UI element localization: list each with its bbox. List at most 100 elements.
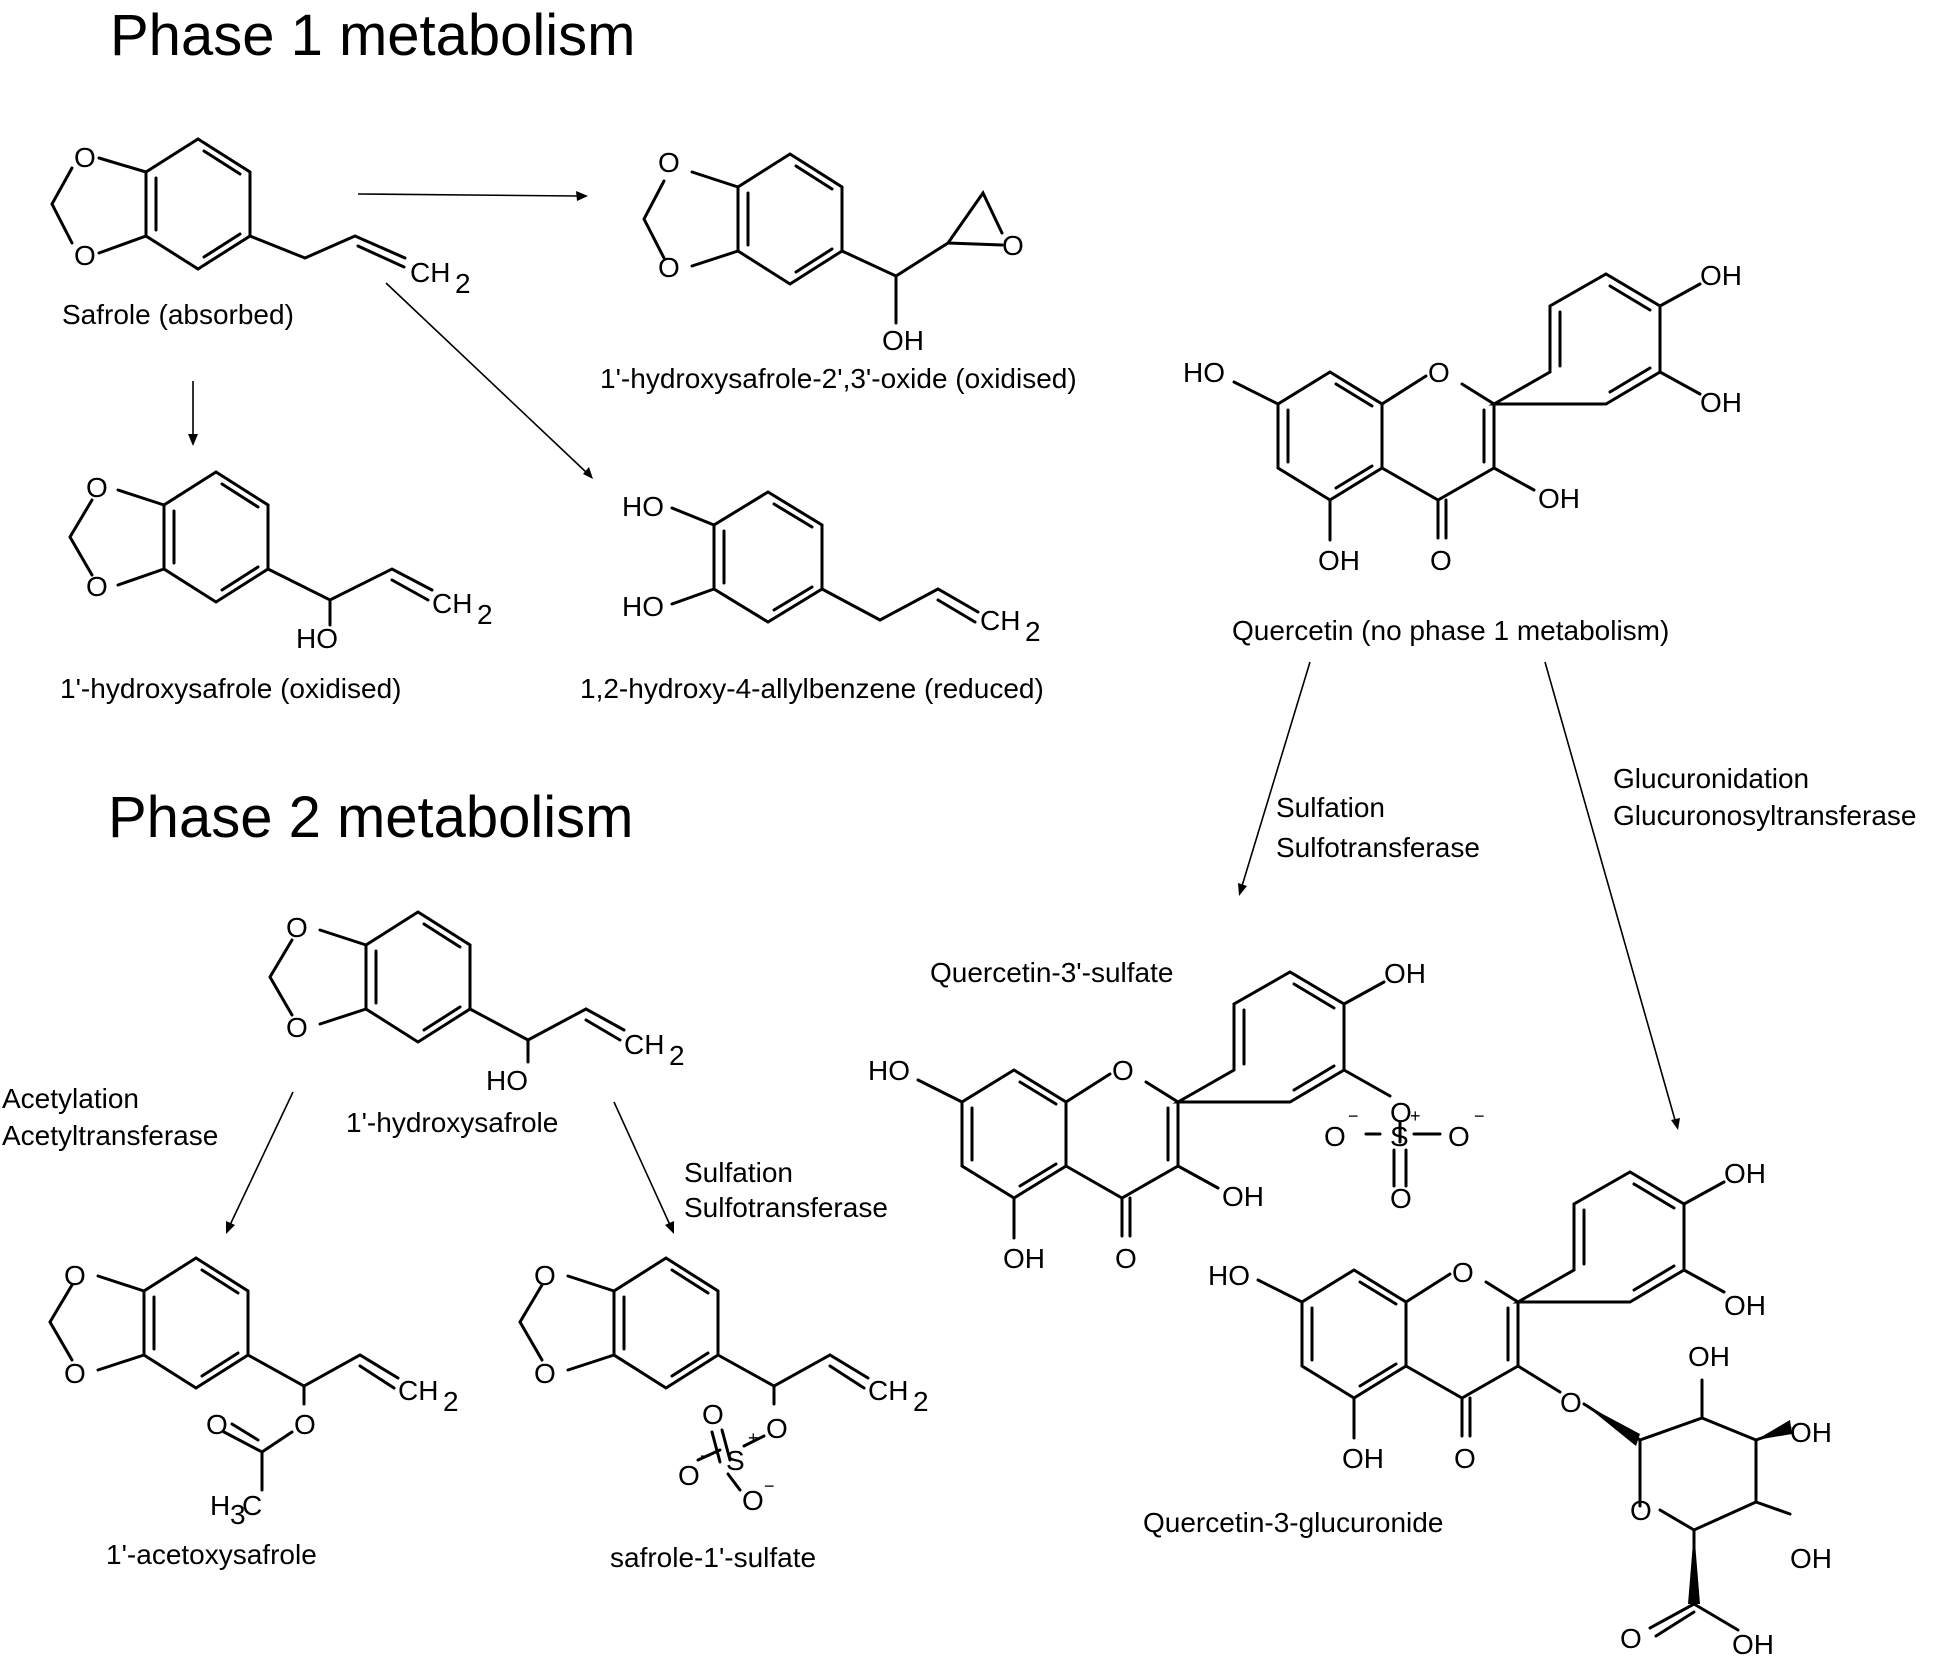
atom-o: O	[742, 1485, 764, 1516]
atom-oh: OH	[1384, 958, 1426, 989]
atom-subscript: 3	[230, 1499, 246, 1530]
atom-subscript: 2	[913, 1386, 929, 1417]
atom-o: O	[64, 1260, 86, 1291]
charge-minus: −	[1474, 1106, 1485, 1126]
quercetin-sulfotransferase-label: Sulfotransferase	[1276, 832, 1480, 863]
quercetin-glucuronide-structure: O HO OH O O OH OH OH OH O OH O OH	[1208, 1158, 1832, 1660]
atom-s: S	[1390, 1121, 1409, 1152]
quercetin-glucuronide-label: Quercetin-3-glucuronide	[1143, 1507, 1443, 1538]
atom-o: O	[1430, 545, 1452, 576]
atom-o: O	[766, 1413, 788, 1444]
atom-oh: OH	[1538, 483, 1580, 514]
atom-ho: HO	[1208, 1260, 1250, 1291]
atom-ho: HO	[486, 1065, 528, 1096]
acetoxysafrole-structure: O O CH 2 O O H 3 C	[48, 1256, 459, 1530]
atom-oh: OH	[1700, 387, 1742, 418]
quercetin-sulfate-structure: O HO OH O OH OH O S + O − O − O	[868, 958, 1485, 1274]
atom-ch: CH	[868, 1375, 908, 1406]
allylbenzene-label: 1,2-hydroxy-4-allylbenzene (reduced)	[580, 673, 1044, 704]
atom-o: O	[1448, 1121, 1470, 1152]
atom-o: O	[1390, 1183, 1412, 1214]
atom-o: O	[86, 571, 108, 602]
atom-o: O	[1620, 1623, 1642, 1654]
atom-o: O	[702, 1399, 724, 1430]
atom-o: O	[86, 472, 108, 503]
glucuronosyltransferase-label: Glucuronosyltransferase	[1613, 800, 1916, 831]
atom-oh: OH	[1003, 1243, 1045, 1274]
charge-minus: −	[764, 1476, 775, 1496]
atom-o: O	[1115, 1243, 1137, 1274]
atom-o: O	[1324, 1121, 1346, 1152]
arrow-hydroxysafrole-to-sulfate	[613, 1101, 671, 1226]
atom-oh: OH	[1732, 1629, 1774, 1660]
hydroxysafrole-label: 1'-hydroxysafrole	[346, 1107, 558, 1138]
quercetin-structure: O HO OH O OH OH OH	[1183, 260, 1742, 576]
charge-plus: +	[748, 1428, 759, 1448]
acetyltransferase-label: Acetyltransferase	[2, 1120, 218, 1151]
charge-minus: −	[1348, 1106, 1359, 1126]
atom-o: O	[1454, 1443, 1476, 1474]
atom-oh: OH	[1724, 1290, 1766, 1321]
atom-ho: HO	[296, 623, 338, 654]
hydroxysafrole-oxide-structure: O O O OH	[642, 147, 1024, 356]
safrole-sulfation-label: Sulfation	[684, 1157, 793, 1188]
safrole-sulfate-label: safrole-1'-sulfate	[610, 1542, 816, 1573]
phase2-heading: Phase 2 metabolism	[108, 785, 633, 850]
atom-o: O	[658, 252, 680, 283]
hydroxysafrole-oxidised-structure: O O CH 2 HO	[68, 470, 493, 654]
atom-ch: CH	[980, 605, 1020, 636]
atom-o: O	[74, 142, 96, 173]
atom-oh: OH	[1342, 1443, 1384, 1474]
atom-o: O	[1002, 230, 1024, 261]
reaction-arrows	[188, 191, 1680, 1234]
charge-plus: +	[1410, 1106, 1421, 1126]
atom-o: O	[286, 912, 308, 943]
atom-ch: CH	[410, 257, 450, 288]
atom-oh: OH	[1700, 260, 1742, 291]
atom-oh: OH	[1222, 1181, 1264, 1212]
atom-o: O	[74, 240, 96, 271]
atom-o: O	[534, 1358, 556, 1389]
arrow-safrole-to-oxide	[357, 193, 579, 197]
safrole-sulfotransferase-label: Sulfotransferase	[684, 1192, 888, 1223]
atom-ho: HO	[1183, 357, 1225, 388]
atom-h: H	[210, 1490, 230, 1521]
atom-o: O	[658, 147, 680, 178]
atom-ho: HO	[868, 1055, 910, 1086]
atom-o: O	[1630, 1495, 1652, 1526]
atom-o: O	[534, 1260, 556, 1291]
arrow-safrole-to-allylbenzene	[385, 282, 588, 474]
atom-o: O	[1560, 1387, 1582, 1418]
charge-minus: −	[700, 1446, 711, 1466]
atom-oh: OH	[1688, 1341, 1730, 1372]
atom-ho: HO	[622, 491, 664, 522]
glucuronidation-label: Glucuronidation	[1613, 763, 1809, 794]
atom-ch: CH	[432, 588, 472, 619]
allylbenzene-structure: HO HO CH 2	[622, 490, 1041, 647]
atom-o: O	[1112, 1055, 1134, 1086]
safrole-sulfate-structure: O O CH 2 O O S + O − O −	[518, 1256, 929, 1516]
atom-subscript: 2	[477, 599, 493, 630]
safrole-label: Safrole (absorbed)	[62, 299, 294, 330]
atom-ch: CH	[624, 1029, 664, 1060]
atom-o: O	[206, 1409, 228, 1440]
atom-subscript: 2	[669, 1040, 685, 1071]
acetylation-label: Acetylation	[2, 1083, 139, 1114]
atom-subscript: 2	[1025, 616, 1041, 647]
hydroxysafrole-structure: O O CH 2 HO	[268, 910, 685, 1096]
atom-oh: OH	[1724, 1158, 1766, 1189]
atom-o: O	[286, 1012, 308, 1043]
arrow-quercetin-to-glucuronide	[1544, 661, 1676, 1121]
quercetin-sulfation-label: Sulfation	[1276, 792, 1385, 823]
atom-s: S	[726, 1445, 745, 1476]
acetoxysafrole-label: 1'-acetoxysafrole	[106, 1539, 317, 1570]
atom-o: O	[1428, 357, 1450, 388]
atom-o: O	[1452, 1257, 1474, 1288]
atom-o: O	[64, 1358, 86, 1389]
hydroxysafrole-oxidised-label: 1'-hydroxysafrole (oxidised)	[60, 673, 401, 704]
arrow-hydroxysafrole-to-acetoxy	[229, 1091, 294, 1226]
quercetin-sulfate-label: Quercetin-3'-sulfate	[930, 957, 1173, 988]
hydroxysafrole-oxide-label: 1'-hydroxysafrole-2',3'-oxide (oxidised)	[600, 363, 1077, 394]
atom-c: C	[242, 1490, 262, 1521]
atom-subscript: 2	[443, 1386, 459, 1417]
